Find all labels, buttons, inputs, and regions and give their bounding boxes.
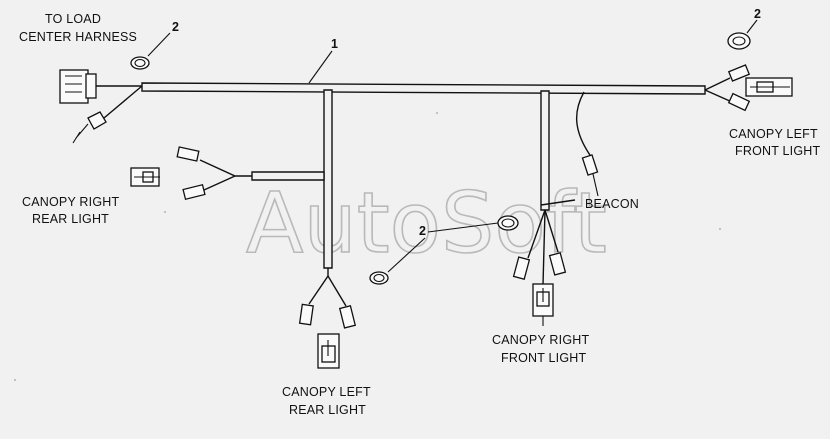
label-canopy-left-front-1: CANOPY LEFT — [729, 127, 818, 141]
canopy-right-front-branch — [512, 199, 576, 326]
label-canopy-left-rear-1: CANOPY LEFT — [282, 385, 371, 399]
svg-text:2: 2 — [754, 7, 761, 21]
grommet-center-icon — [369, 215, 519, 285]
canopy-left-front-branch — [704, 64, 793, 112]
canopy-right-rear-branch — [130, 146, 252, 201]
label-to-load-center-1: TO LOAD — [45, 12, 101, 26]
label-canopy-right-front-1: CANOPY RIGHT — [492, 333, 589, 347]
label-beacon: BEACON — [585, 197, 639, 211]
label-canopy-right-front-2: FRONT LIGHT — [501, 351, 586, 365]
label-canopy-right-rear-2: REAR LIGHT — [32, 212, 109, 226]
svg-text:2: 2 — [172, 20, 179, 34]
label-canopy-left-front-2: FRONT LIGHT — [735, 144, 820, 158]
grommet-icon — [130, 32, 171, 70]
grommet-top-right-icon — [727, 19, 758, 50]
main-harness — [141, 82, 706, 269]
label-to-load-center-2: CENTER HARNESS — [19, 30, 137, 44]
svg-text:2: 2 — [419, 224, 426, 238]
canopy-left-rear-branch — [298, 268, 357, 369]
label-canopy-left-rear-2: REAR LIGHT — [289, 403, 366, 417]
callout-harness: 1 — [308, 37, 338, 84]
svg-text:1: 1 — [331, 37, 338, 51]
beacon-branch — [575, 91, 599, 197]
label-canopy-right-rear-1: CANOPY RIGHT — [22, 195, 119, 209]
load-center-connector — [59, 69, 143, 144]
